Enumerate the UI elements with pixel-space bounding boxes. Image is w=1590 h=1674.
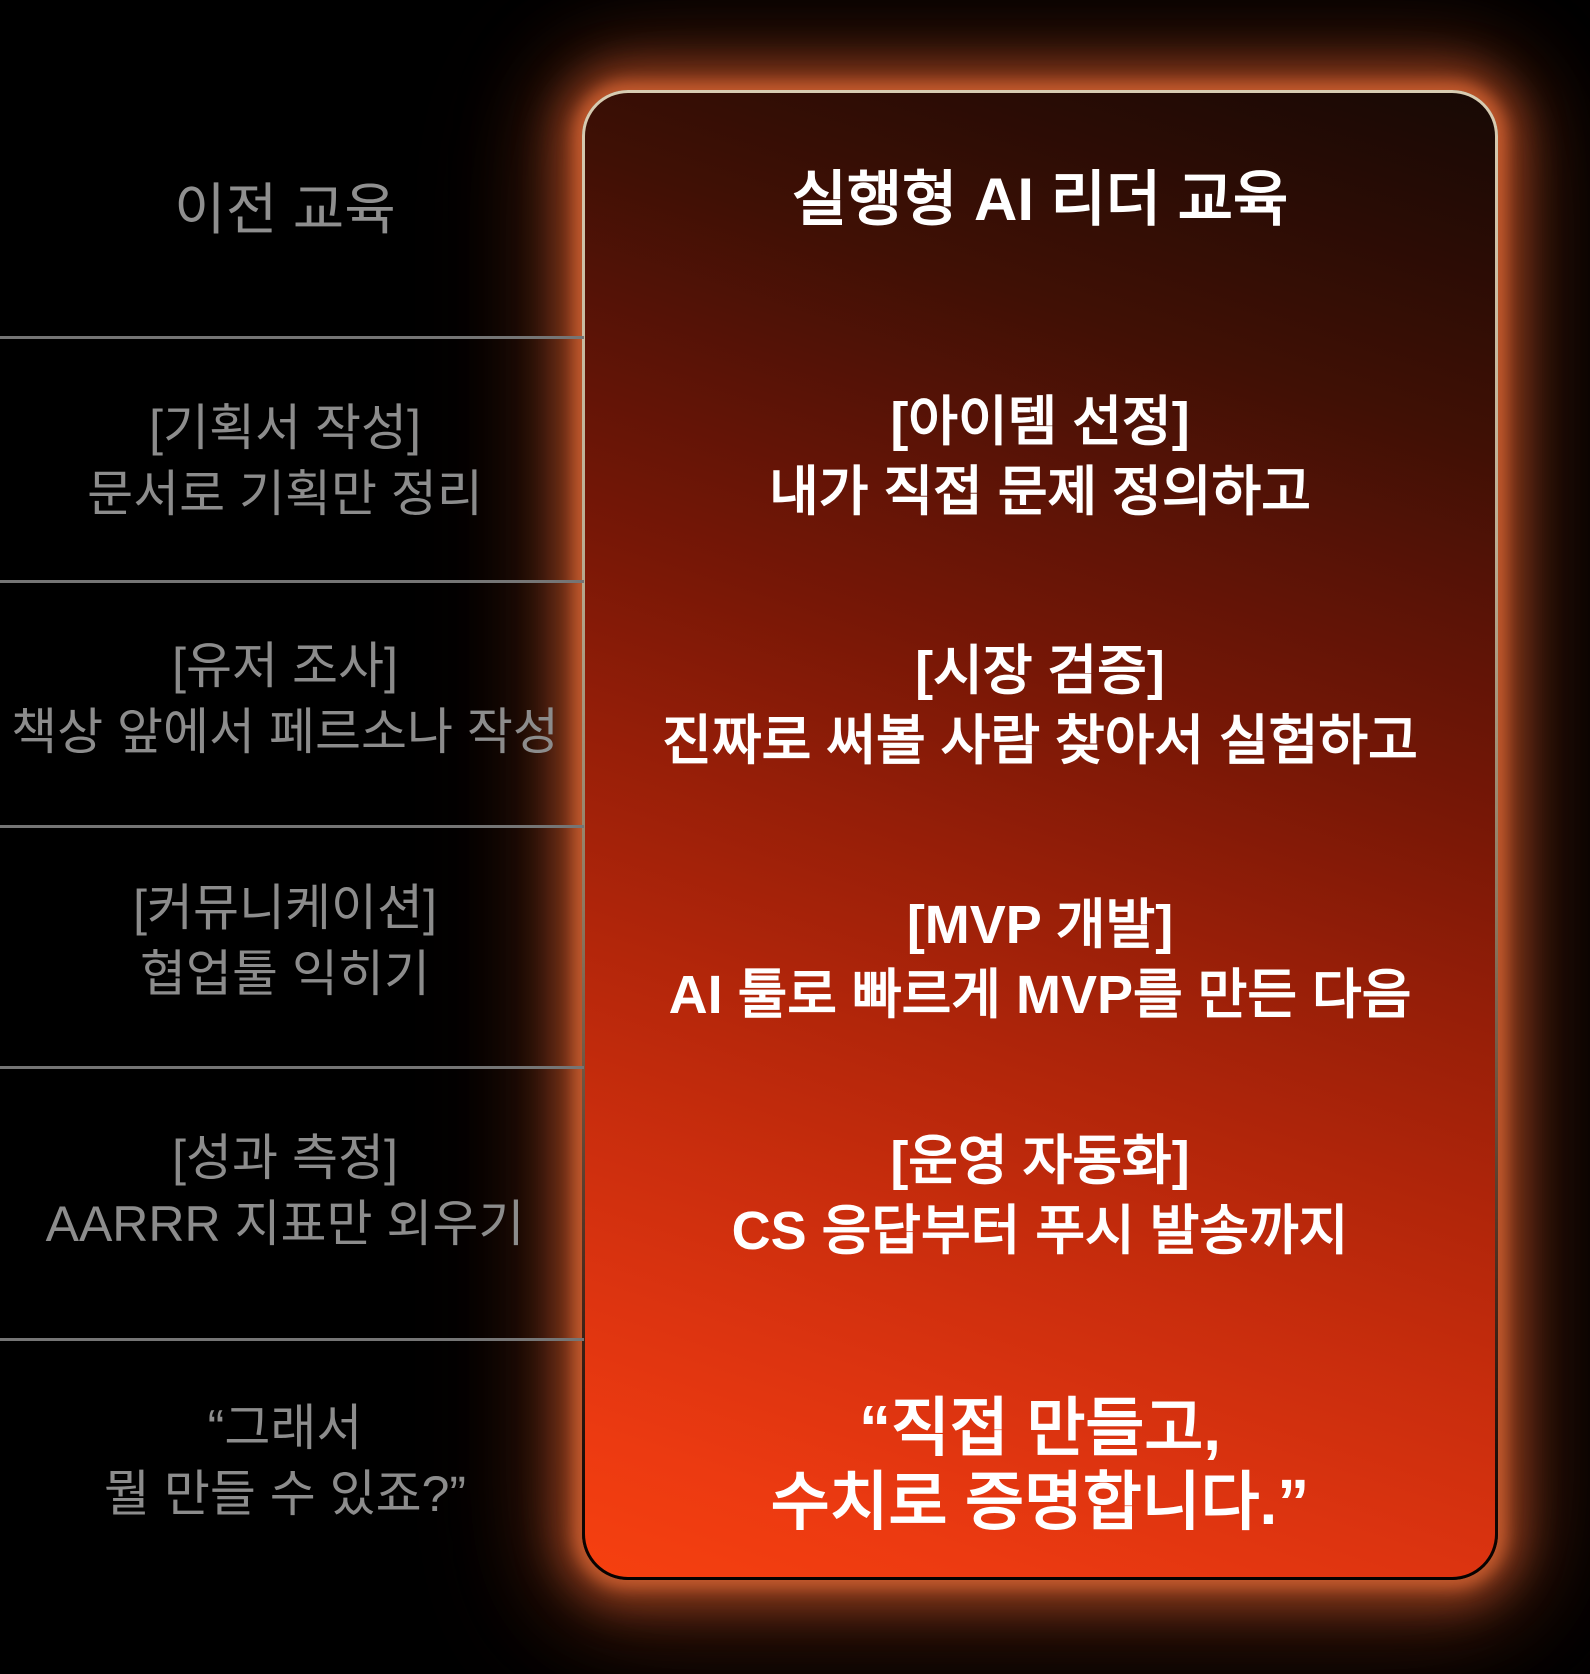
previous-quote: “그래서 뭘 만들 수 있죠?” bbox=[0, 1395, 570, 1527]
previous-item-metrics: [성과 측정] AARRR 지표만 외우기 bbox=[0, 1125, 570, 1257]
row-divider-3 bbox=[0, 825, 584, 828]
item-tag: [유저 조사] bbox=[172, 638, 398, 694]
item-desc: 내가 직접 문제 정의하고 bbox=[769, 462, 1311, 522]
item-desc: 진짜로 써볼 사람 찾아서 실험하고 bbox=[662, 711, 1418, 771]
row-divider-2 bbox=[0, 580, 584, 583]
item-tag: [커뮤니케이션] bbox=[133, 880, 437, 936]
item-tag: [운영 자동화] bbox=[890, 1131, 1190, 1191]
item-desc: CS 응답부터 푸시 발송까지 bbox=[731, 1201, 1349, 1261]
card-title: 실행형 AI 리더 교육 bbox=[791, 166, 1289, 233]
item-tag: [성과 측정] bbox=[172, 1130, 398, 1186]
item-tag: [기획서 작성] bbox=[149, 400, 421, 456]
card-item-ops-automation: [운영 자동화] CS 응답부터 푸시 발송까지 bbox=[585, 1126, 1495, 1266]
quote-line-1: “그래서 bbox=[207, 1400, 363, 1456]
card-item-item-selection: [아이템 선정] 내가 직접 문제 정의하고 bbox=[585, 387, 1495, 527]
previous-item-planning-doc: [기획서 작성] 문서로 기획만 정리 bbox=[0, 395, 570, 527]
row-divider-1 bbox=[0, 336, 584, 339]
quote-line-2: 수치로 증명합니다.” bbox=[770, 1466, 1310, 1538]
item-tag: [아이템 선정] bbox=[890, 392, 1190, 452]
row-divider-5 bbox=[0, 1338, 584, 1341]
item-tag: [시장 검증] bbox=[915, 641, 1165, 701]
item-desc: AI 툴로 빠르게 MVP를 만든 다음 bbox=[668, 965, 1412, 1025]
card-surface: 실행형 AI 리더 교육 [아이템 선정] 내가 직접 문제 정의하고 [시장 … bbox=[585, 93, 1495, 1577]
previous-item-communication: [커뮤니케이션] 협업툴 익히기 bbox=[0, 875, 570, 1007]
item-desc: AARRR 지표만 외우기 bbox=[45, 1196, 525, 1252]
item-desc: 문서로 기획만 정리 bbox=[87, 466, 483, 522]
item-desc: 책상 앞에서 페르소나 작성 bbox=[11, 704, 559, 760]
card-item-market-validation: [시장 검증] 진짜로 써볼 사람 찾아서 실험하고 bbox=[585, 636, 1495, 776]
row-divider-4 bbox=[0, 1066, 584, 1069]
card-quote: “직접 만들고, 수치로 증명합니다.” bbox=[585, 1391, 1495, 1539]
left-column-title: 이전 교육 bbox=[174, 178, 396, 241]
item-tag: [MVP 개발] bbox=[906, 895, 1174, 955]
item-desc: 협업툴 익히기 bbox=[140, 946, 430, 1002]
ai-leader-card: 실행형 AI 리더 교육 [아이템 선정] 내가 직접 문제 정의하고 [시장 … bbox=[582, 90, 1498, 1580]
quote-line-2: 뭘 만들 수 있죠?” bbox=[103, 1466, 467, 1522]
card-item-mvp-development: [MVP 개발] AI 툴로 빠르게 MVP를 만든 다음 bbox=[585, 890, 1495, 1030]
previous-item-user-research: [유저 조사] 책상 앞에서 페르소나 작성 bbox=[0, 633, 570, 765]
quote-line-1: “직접 만들고, bbox=[859, 1392, 1221, 1464]
